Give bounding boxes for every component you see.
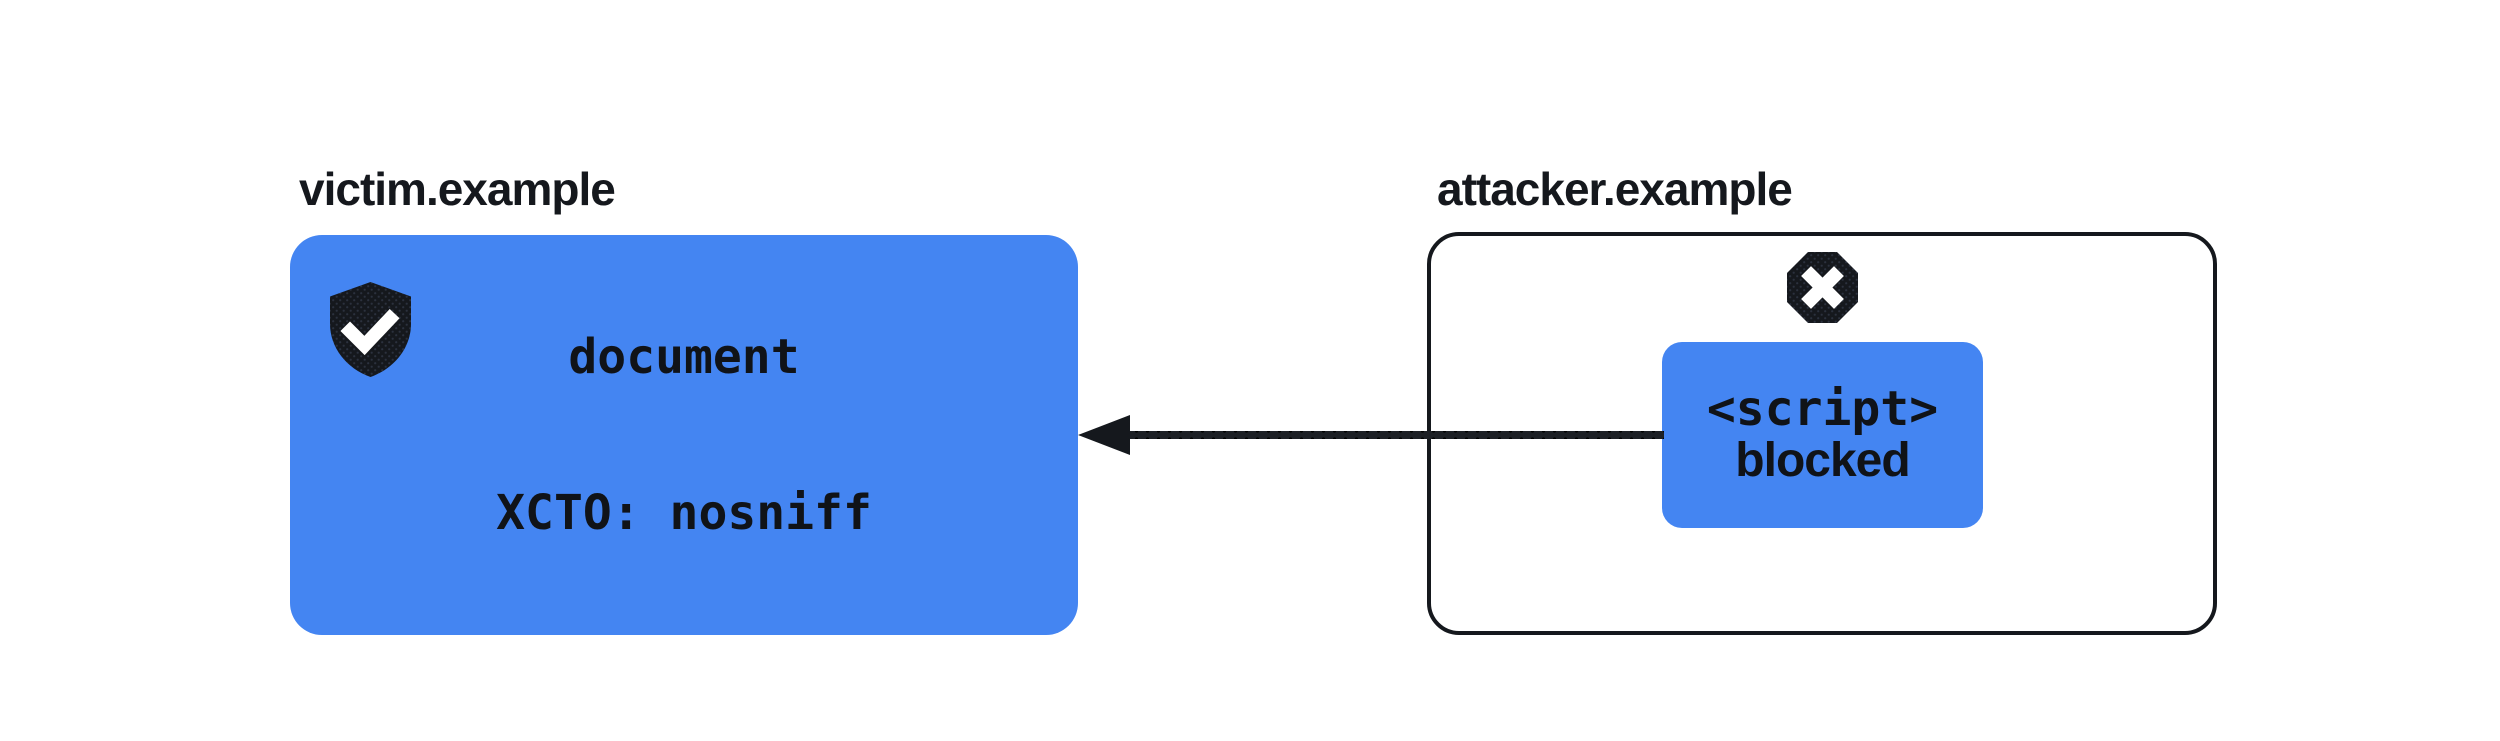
victim-box-line-xcto: XCTO: nosniff — [496, 485, 872, 541]
victim-document-box: document XCTO: nosniff — [290, 235, 1078, 635]
blocked-x-octagon-icon — [1785, 250, 1860, 325]
blocked-script-box: <script> blocked — [1662, 342, 1983, 528]
blocked-request-arrow-head — [1078, 415, 1130, 455]
victim-box-text: document XCTO: nosniff — [496, 227, 872, 643]
attacker-page-box: <script> blocked — [1427, 232, 2217, 635]
shield-check-icon — [328, 281, 413, 378]
script-box-line-script: <script> — [1706, 381, 1939, 437]
victim-domain-label: victim.example — [299, 163, 616, 215]
script-box-line-blocked: blocked — [1735, 434, 1910, 487]
victim-box-line-document: document — [568, 329, 800, 385]
blocked-request-arrow-line — [1118, 431, 1664, 439]
attacker-domain-label: attacker.example — [1437, 163, 1793, 215]
